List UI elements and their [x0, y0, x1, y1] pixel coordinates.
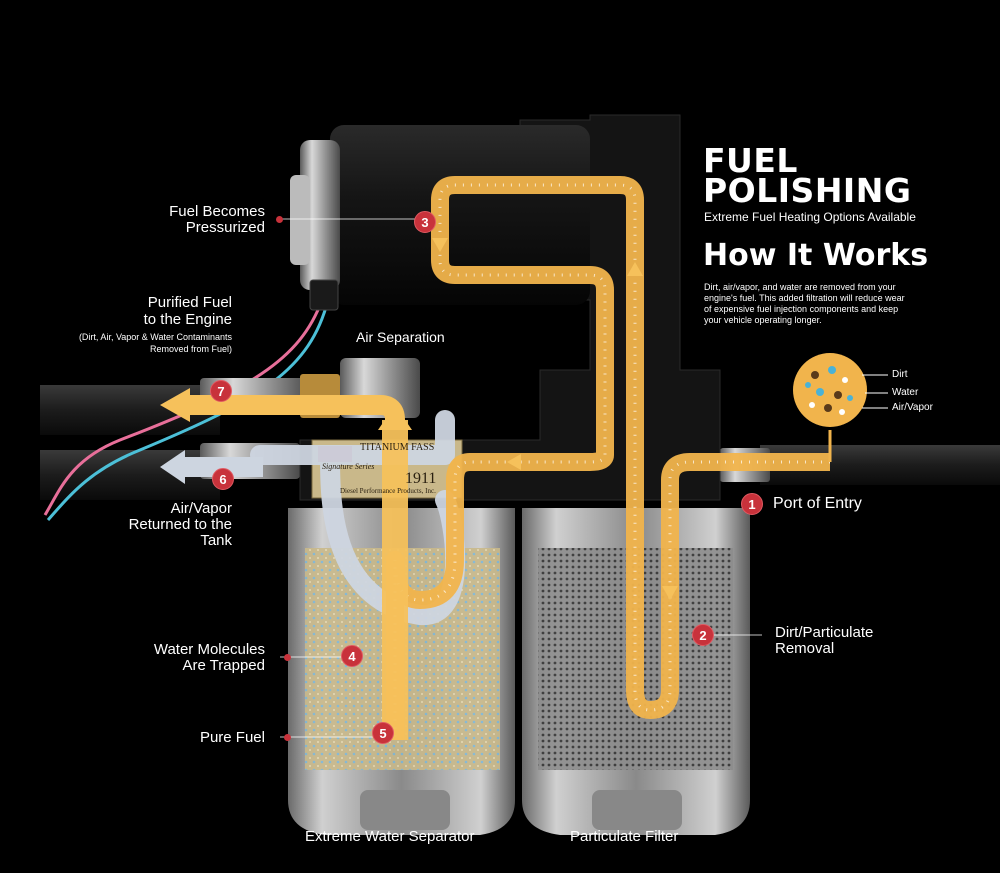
step-5-badge: 5: [372, 722, 394, 744]
step-2-label-line2: Removal: [775, 640, 835, 657]
step-7-label-line1: Purified Fuel: [147, 294, 232, 311]
contaminant-particles: [805, 366, 853, 415]
title-line1: FUEL: [703, 141, 798, 180]
particulate-filter-label: Particulate Filter: [570, 828, 679, 845]
how-it-works-title: How It Works: [703, 238, 929, 273]
nameplate-maker: Diesel Performance Products, Inc.: [340, 487, 436, 495]
step-3-badge: 3: [414, 211, 436, 233]
outlet-fuel-path: [190, 395, 405, 430]
flow-arrow-down: [432, 238, 448, 252]
outlet-fuel-arrow: [160, 388, 190, 422]
nameplate-line2: Signature Series: [322, 462, 375, 471]
step-6-label-line2: Returned to the: [128, 516, 232, 533]
step-6-badge: 6: [212, 468, 234, 490]
vapor-arrow-shaft: [183, 457, 263, 477]
step-7-note-line2: Removed from Fuel): [149, 344, 232, 354]
title-line2: POLISHING: [703, 171, 912, 210]
water-separator-label: Extreme Water Separator: [305, 828, 475, 845]
contaminant-legend-circle: [793, 353, 867, 427]
water-separator-drain: [360, 790, 450, 830]
step-7-note-line1: (Dirt, Air, Vapor & Water Contaminants: [78, 332, 232, 342]
flow-arrow-left: [507, 454, 521, 470]
legend-dirt: Dirt: [892, 369, 908, 380]
legend-water: Water: [892, 387, 919, 398]
step-5-dot: [284, 734, 291, 741]
nameplate-line1: TITANIUM FASS: [360, 442, 435, 453]
step-1-badge: 1: [741, 493, 763, 515]
wire-connector: [309, 279, 339, 311]
air-separation-label: Air Separation: [356, 329, 445, 345]
pure-fuel-column: [382, 420, 408, 740]
pink-wire: [43, 299, 324, 516]
step-5-label: Pure Fuel: [199, 729, 265, 746]
vapor-arrow-head: [160, 450, 185, 484]
legend-air-vapor: Air/Vapor: [892, 402, 933, 413]
step-6-label-line3: Tank: [200, 532, 232, 549]
fuel-contaminant-dots: [393, 183, 830, 740]
subtitle: Extreme Fuel Heating Options Available: [704, 210, 916, 224]
pump-body: [299, 114, 721, 501]
step-7-label-line2: to the Engine: [143, 311, 232, 328]
step-3-label-line2: Pressurized: [185, 219, 265, 236]
step-4-label-line2: Are Trapped: [182, 657, 265, 674]
step-4-label-line1: Water Molecules: [153, 641, 265, 658]
step-1-label: Port of Entry: [773, 495, 862, 512]
flow-arrow-up: [627, 262, 643, 276]
nameplate-serial: 1911: [405, 470, 437, 487]
step-7-badge: 7: [210, 380, 232, 402]
step-2-badge: 2: [692, 624, 714, 646]
pump-motor: [330, 125, 590, 305]
step-2-label-line1: Dirt/Particulate: [775, 624, 874, 641]
step-6-label-line1: Air/Vapor: [170, 500, 232, 517]
step-3-dot: [276, 216, 283, 223]
step-4-dot: [284, 654, 291, 661]
flow-arrow-down-2: [662, 586, 678, 600]
step-3-label-line1: Fuel Becomes: [169, 203, 265, 220]
step-4-badge: 4: [341, 645, 363, 667]
blue-wire: [46, 299, 330, 521]
description: Dirt, air/vapor, and water are removed f…: [704, 282, 905, 325]
motor-cap-ring: [290, 175, 310, 265]
particulate-filter-drain: [592, 790, 682, 830]
